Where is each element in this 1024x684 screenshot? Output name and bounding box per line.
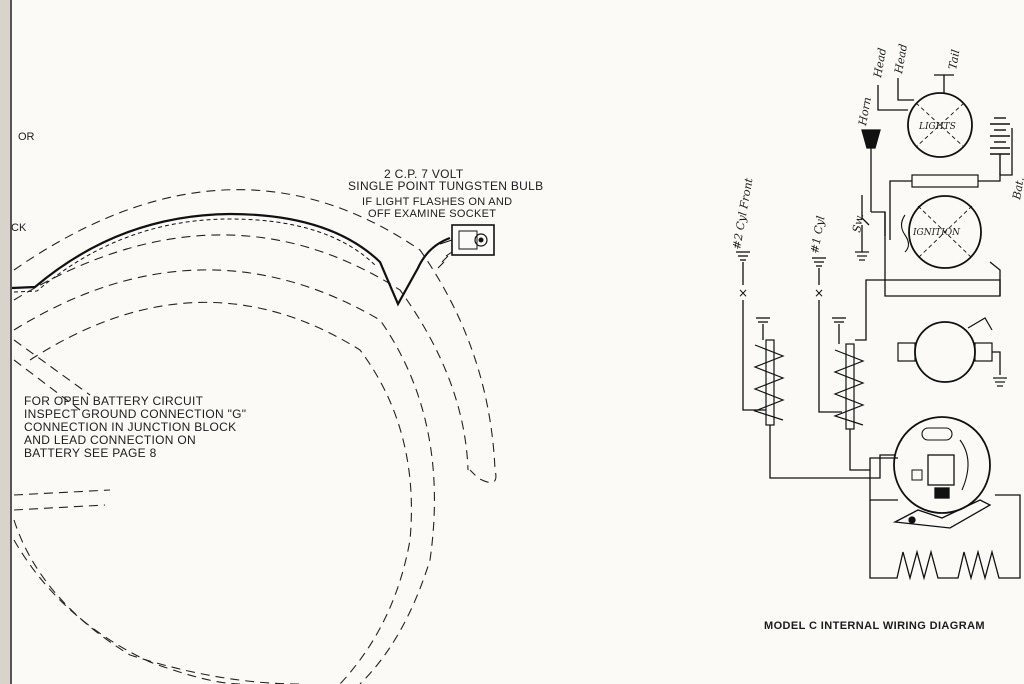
generator-unit xyxy=(914,321,976,383)
timer-distributor xyxy=(893,416,991,514)
lights-unit-label: LIGHTS xyxy=(918,122,956,132)
resistance-coil xyxy=(869,494,1021,581)
svg-text:×: × xyxy=(738,286,748,300)
bulb-note-line-2: OFF EXAMINE SOCKET xyxy=(368,208,497,220)
model-c-wiring-schematic: × × xyxy=(736,74,1021,581)
ignition-unit-label: IGNITION xyxy=(912,228,961,238)
fender-wheel-outline xyxy=(13,189,497,684)
bulb-note-line-1: IF LIGHT FLASHES ON AND xyxy=(362,196,513,208)
ignition-coil-1 xyxy=(753,317,785,426)
diagram-caption: MODEL C INTERNAL WIRING DIAGRAM xyxy=(764,620,985,632)
cylinder-2-front-label: #2 Cyl Front xyxy=(730,176,755,250)
edge-text-fragment-top: OR xyxy=(18,131,35,143)
head-light-label-2: Head xyxy=(892,43,910,75)
cutout-relay xyxy=(911,174,979,188)
battery-note-line-1: FOR OPEN BATTERY CIRCUIT xyxy=(24,394,204,408)
tail-bulb-socket xyxy=(437,224,495,269)
bulb-spec-line-2: SINGLE POINT TUNGSTEN BULB xyxy=(348,179,544,193)
svg-text:×: × xyxy=(814,286,824,300)
head-light-label-1: Head xyxy=(871,47,889,79)
lights-unit xyxy=(907,92,973,158)
battery-note-line-5: BATTERY SEE PAGE 8 xyxy=(24,446,157,460)
horn xyxy=(861,129,881,149)
bulb-spec-line-1: 2 C.P. 7 VOLT xyxy=(384,167,464,181)
battery-note-line-4: AND LEAD CONNECTION ON xyxy=(24,433,196,447)
tail-light-wire xyxy=(11,212,451,307)
switch-label: Sw. xyxy=(850,212,866,233)
battery-label: Bat. xyxy=(1010,176,1024,201)
horn-label: Horn xyxy=(856,96,874,127)
page-binding-edge xyxy=(0,0,11,684)
spark-plug-cyl1: × xyxy=(812,257,842,413)
cylinder-1-label: #1 Cyl xyxy=(808,215,827,255)
tail-light-label: Tail xyxy=(946,48,962,71)
ignition-unit xyxy=(908,195,982,269)
battery-note-line-3: CONNECTION IN JUNCTION BLOCK xyxy=(24,420,237,434)
battery-symbol xyxy=(990,117,1010,175)
edge-text-fragment-mid: CK xyxy=(11,222,27,234)
battery-note-line-2: INSPECT GROUND CONNECTION "G" xyxy=(24,407,247,421)
